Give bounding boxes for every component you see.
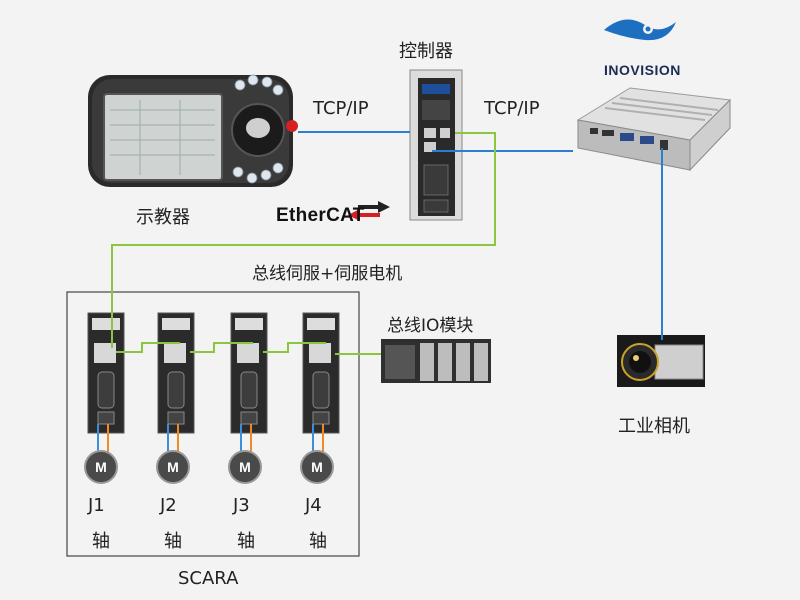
brand-label: INOVISION (604, 62, 681, 78)
motor-wires (97, 424, 324, 455)
servo-drives (87, 312, 340, 434)
ethercat-suffix: CAT (326, 205, 365, 226)
axis-4-label: 轴 (309, 531, 327, 552)
motor-2: M (156, 450, 190, 484)
ethercat-arrows-icon (348, 201, 390, 221)
tcpip-links (298, 131, 663, 340)
ethercat-links (111, 132, 496, 355)
controller-unit (409, 69, 463, 221)
axis-3-label: 轴 (237, 531, 255, 552)
joint-2-label: J2 (160, 495, 177, 516)
inovision-logo (604, 19, 676, 41)
joint-4-label: J4 (305, 495, 322, 516)
motor-3: M (228, 450, 262, 484)
camera-label: 工业相机 (618, 416, 690, 437)
io-module (381, 339, 491, 383)
bus-io-label: 总线IO模块 (387, 316, 474, 336)
axis-2-label: 轴 (164, 531, 182, 552)
teach-pendant (88, 74, 298, 187)
joint-3-label: J3 (233, 495, 250, 516)
tcp-right-label: TCP/IP (484, 98, 540, 119)
ethercat-prefix: Ether (276, 205, 327, 226)
ethercat-logo: EtherCAT (276, 205, 365, 227)
scara-label: SCARA (178, 568, 239, 589)
motor-1-label: M (95, 459, 107, 475)
tcp-left-label: TCP/IP (313, 98, 369, 119)
motor-4: M (300, 450, 334, 484)
motor-1: M (84, 450, 118, 484)
axis-1-label: 轴 (92, 531, 110, 552)
motor-4-label: M (311, 459, 323, 475)
scara-enclosure (66, 291, 360, 557)
bus-servo-label: 总线伺服+伺服电机 (252, 264, 403, 284)
motor-2-label: M (167, 459, 179, 475)
industrial-camera (617, 335, 705, 387)
industrial-pc (576, 87, 732, 172)
pendant-label: 示教器 (136, 207, 190, 228)
joint-1-label: J1 (88, 495, 105, 516)
motor-3-label: M (239, 459, 251, 475)
controller-label: 控制器 (399, 41, 453, 62)
